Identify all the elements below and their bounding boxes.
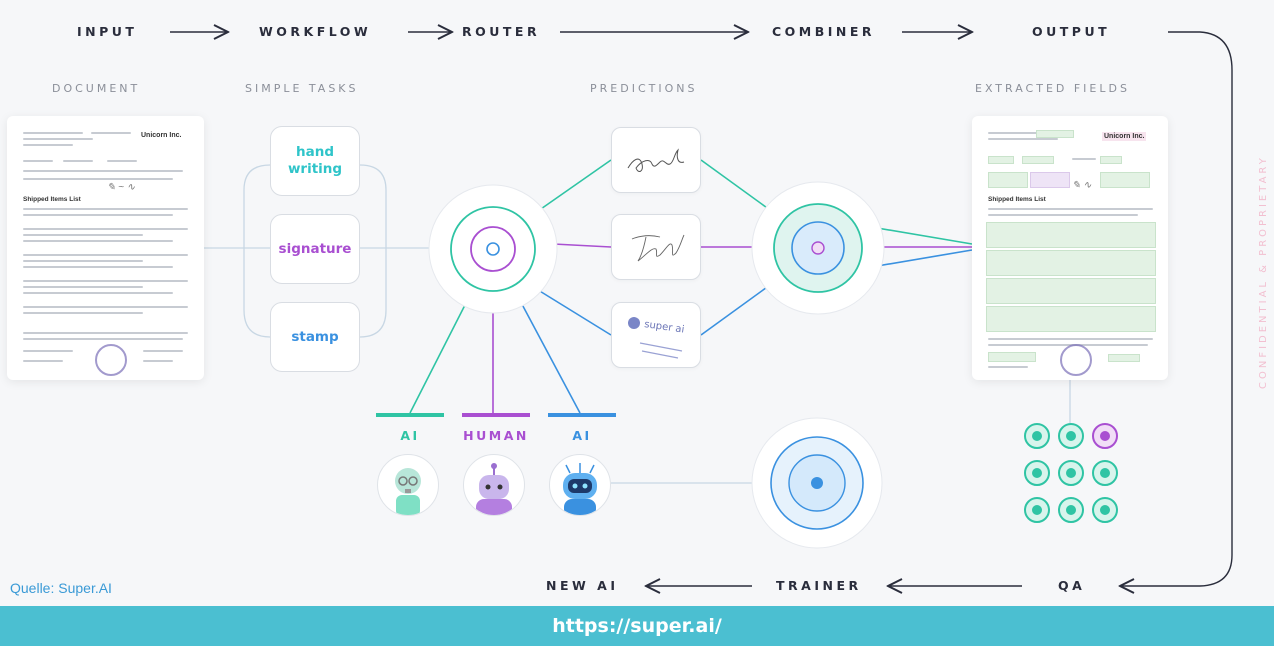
extracted-field-purple — [1030, 172, 1070, 188]
task-handwriting: hand writing — [270, 126, 360, 196]
new-ai-avatar — [549, 454, 611, 516]
flow-workflow: WORKFLOW — [259, 24, 372, 39]
labeler-label-ai-1: AI — [400, 428, 420, 443]
doc-section-title: Shipped Items List — [23, 196, 81, 203]
trainer-node — [751, 417, 883, 549]
source-credit: Quelle: Super.AI — [10, 580, 112, 596]
qa-check-dot — [1058, 460, 1084, 486]
workflow-diagram: INPUT WORKFLOW ROUTER COMBINER OUTPUT NE… — [7, 24, 1269, 596]
prediction-stamp: super ai — [611, 302, 701, 368]
section-extracted-fields: EXTRACTED FIELDS — [975, 82, 1130, 95]
qa-check-dot — [1024, 460, 1050, 486]
qa-check-dot — [1092, 497, 1118, 523]
extracted-handwriting-icon: ✎ ∿ — [1072, 180, 1092, 191]
confidential-label: CONFIDENTIAL & PROPRIETARY — [1258, 155, 1269, 389]
task-handwriting-label: hand writing — [287, 144, 343, 177]
task-stamp-label: stamp — [291, 328, 339, 345]
footer-bar: https://super.ai/ — [0, 606, 1274, 646]
flow-router: ROUTER — [462, 24, 541, 39]
extracted-fields-document: Unicorn Inc. ✎ ∿ Shipped Items List — [972, 116, 1168, 380]
input-document: Unicorn Inc. ✎ ~ ∿ Shipped Items List — [7, 116, 204, 380]
handwriting-scribble-icon — [627, 148, 685, 172]
qa-grid — [1024, 423, 1120, 531]
old-ai-avatar — [377, 454, 439, 516]
labeler-label-human: HUMAN — [463, 428, 529, 443]
qa-check-dot — [1092, 460, 1118, 486]
flow-output: OUTPUT — [1032, 24, 1111, 39]
section-document: DOCUMENT — [52, 82, 141, 95]
labeler-bar-human — [462, 413, 530, 417]
prediction-signature — [611, 214, 701, 280]
qa-check-dot — [1058, 497, 1084, 523]
extracted-section-title: Shipped Items List — [988, 196, 1046, 203]
qa-check-dot — [1058, 423, 1084, 449]
stamp-text: super ai — [644, 319, 685, 335]
qa-check-dot — [1092, 423, 1118, 449]
flow-new-ai: NEW AI — [546, 578, 619, 593]
task-signature-label: signature — [278, 240, 352, 257]
combiner-node — [751, 181, 885, 315]
flow-qa: QA — [1058, 578, 1086, 593]
stamp-logo-icon: super ai — [628, 317, 685, 359]
section-simple-tasks: SIMPLE TASKS — [245, 82, 359, 95]
labeler-bar-ai-2 — [548, 413, 616, 417]
doc-handwriting-icon: ✎ ~ ∿ — [107, 182, 136, 193]
footer-url-link[interactable]: https://super.ai/ — [552, 615, 722, 637]
flow-trainer: TRAINER — [776, 578, 862, 593]
human-robot-avatar — [463, 454, 525, 516]
router-node — [428, 184, 558, 314]
prediction-handwriting — [611, 127, 701, 193]
extracted-stamp-icon — [1060, 344, 1092, 376]
doc-company: Unicorn Inc. — [141, 132, 182, 139]
qa-check-dot — [1024, 423, 1050, 449]
task-signature: signature — [270, 214, 360, 284]
flow-input: INPUT — [77, 24, 138, 39]
arrow-output-qa — [1120, 31, 1233, 586]
flow-combiner: COMBINER — [772, 24, 876, 39]
task-stamp: stamp — [270, 302, 360, 372]
qa-check-dot — [1024, 497, 1050, 523]
signature-scribble-icon — [631, 234, 685, 262]
extracted-company: Unicorn Inc. — [1102, 132, 1147, 141]
section-predictions: PREDICTIONS — [590, 82, 698, 95]
labeler-label-ai-2: AI — [572, 428, 592, 443]
doc-stamp-icon — [95, 344, 127, 376]
labeler-bar-ai-1 — [376, 413, 444, 417]
